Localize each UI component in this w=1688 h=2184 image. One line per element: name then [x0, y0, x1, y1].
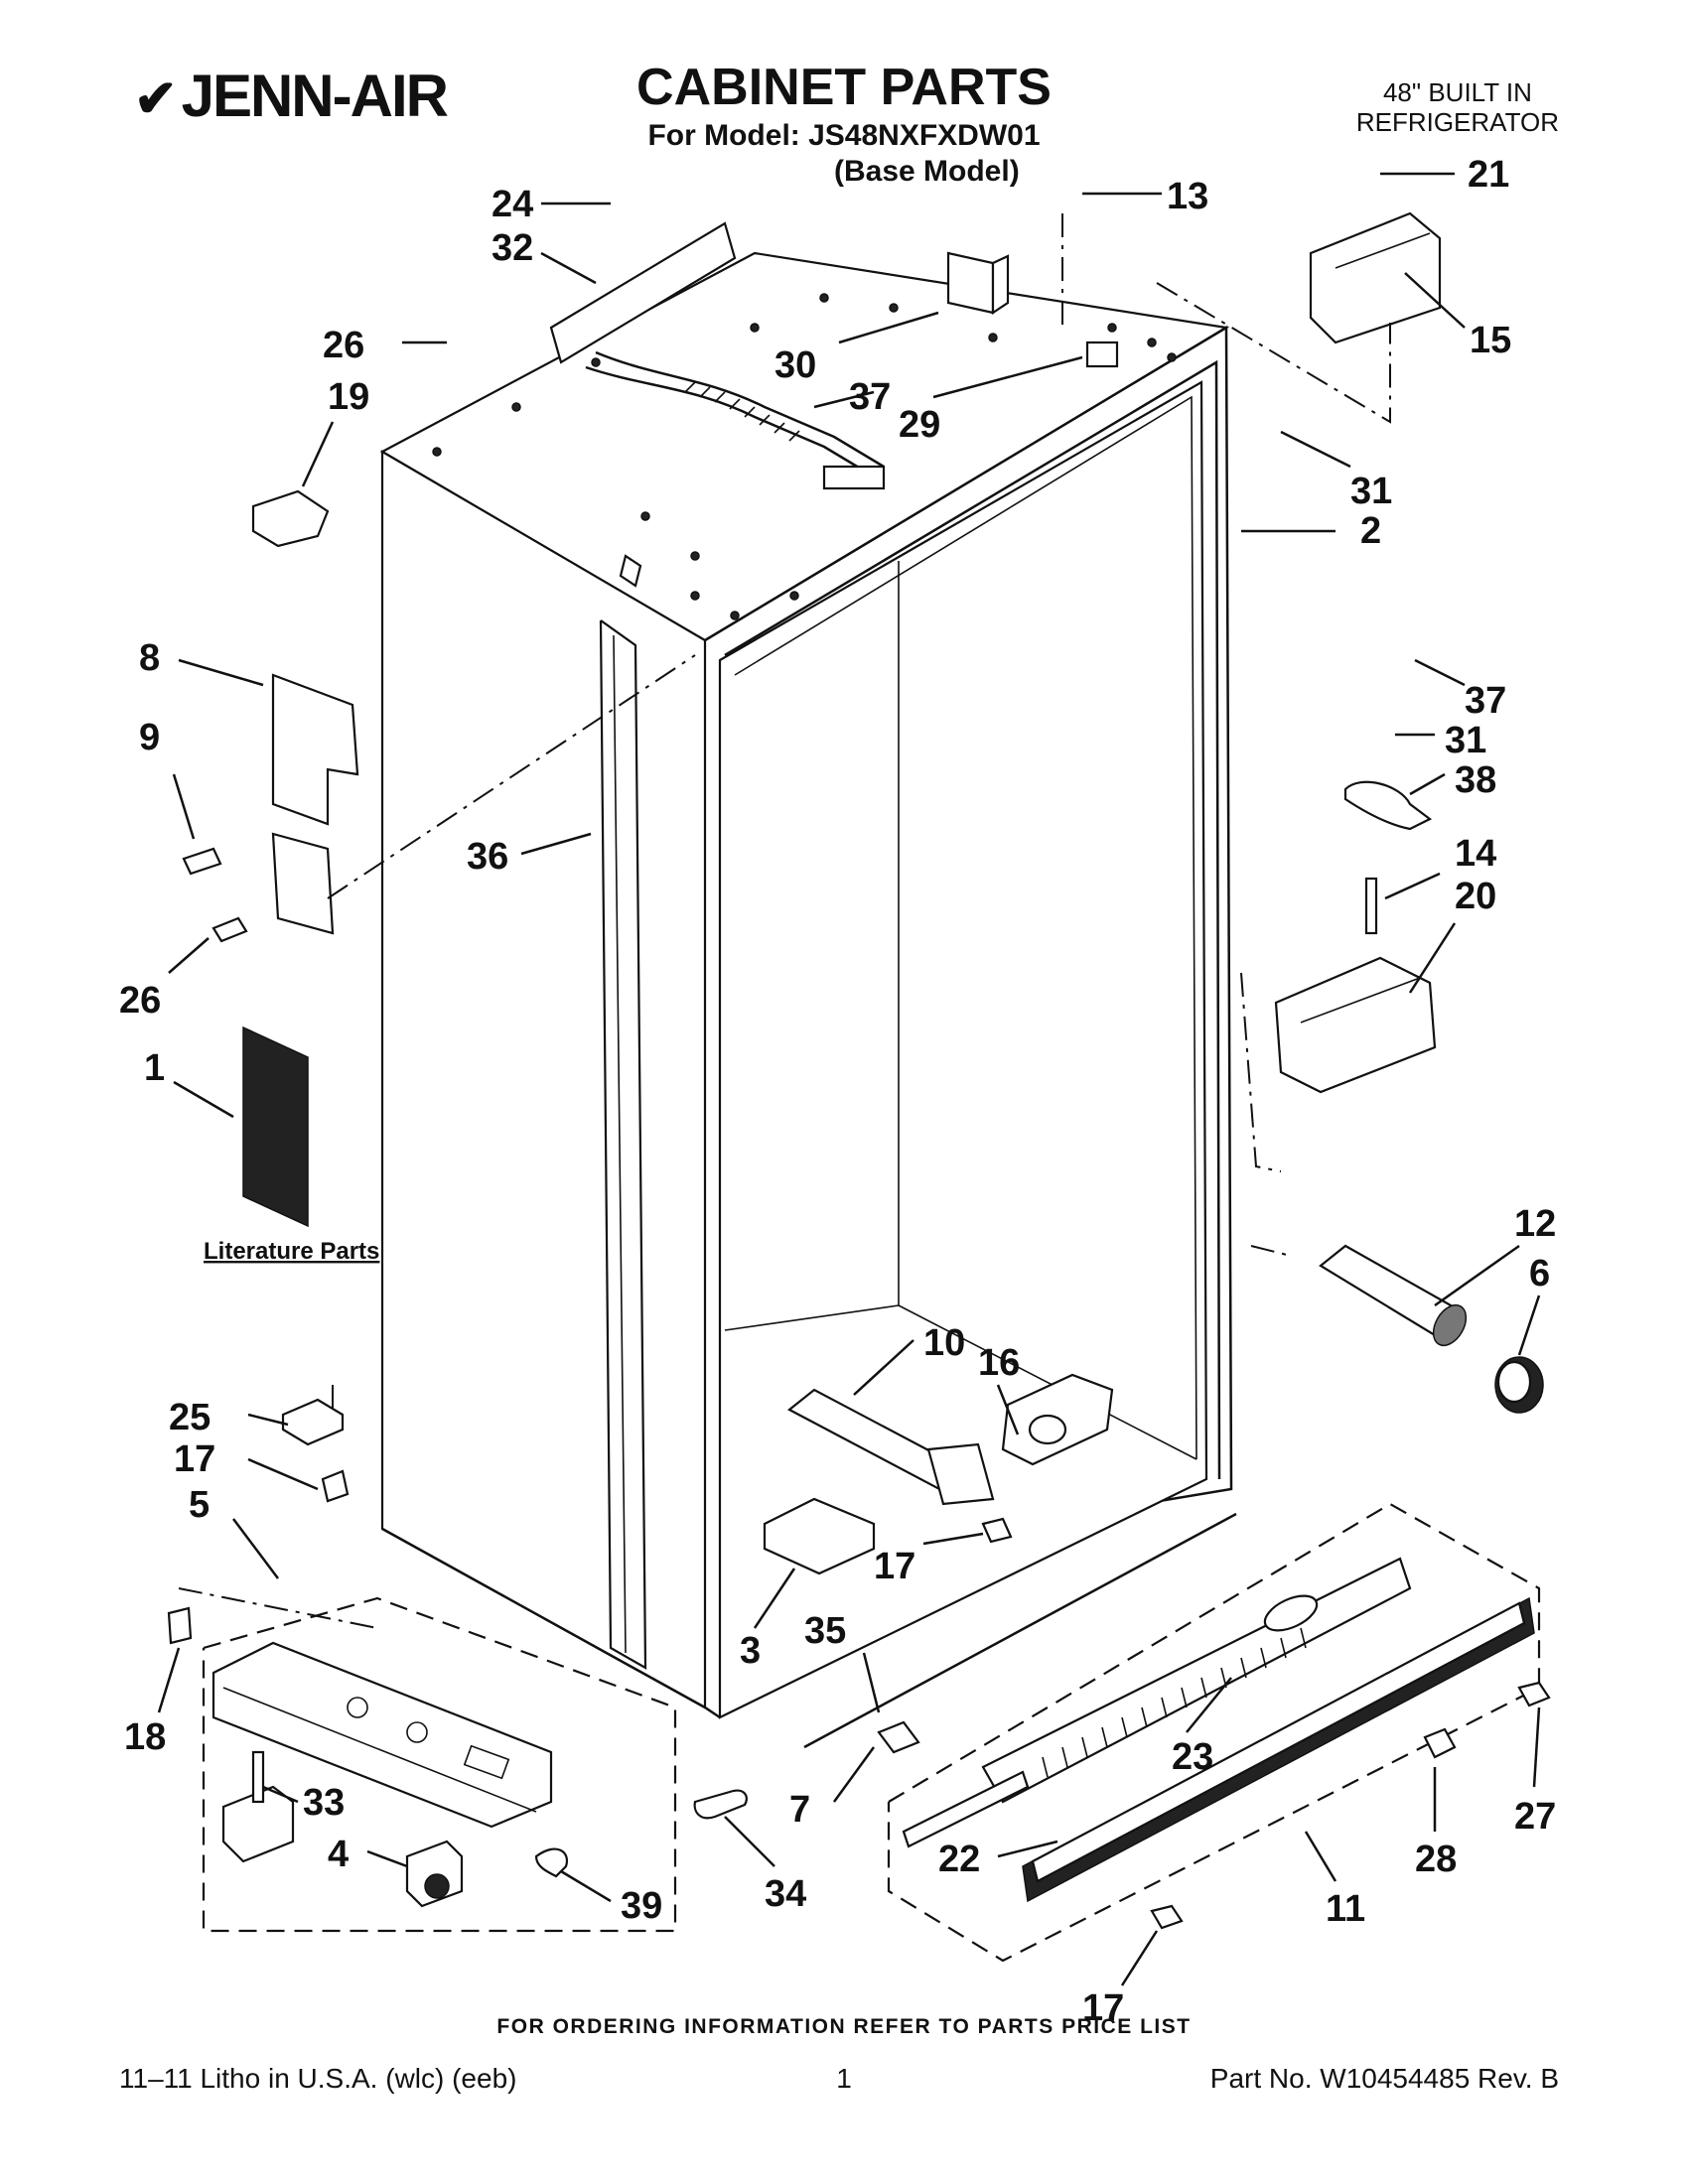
callout-12: 12 — [1514, 1203, 1556, 1245]
callout-35: 35 — [804, 1610, 846, 1652]
hinge-15 — [1309, 211, 1442, 344]
rail-35 — [803, 1512, 1237, 1749]
leader-lines — [157, 172, 1541, 1986]
callout-17-left: 17 — [174, 1438, 215, 1480]
callout-9: 9 — [139, 717, 160, 758]
callout-25: 25 — [169, 1397, 211, 1438]
callout-22: 22 — [938, 1839, 980, 1880]
callout-11: 11 — [1326, 1888, 1365, 1930]
callout-5: 5 — [189, 1484, 210, 1526]
hinge-plate-8 — [271, 673, 359, 935]
part-3 — [763, 1497, 876, 1575]
callout-17-bottom: 17 — [1082, 1987, 1124, 2029]
clip-7 — [877, 1720, 920, 1754]
handle-34 — [693, 1789, 748, 1820]
literature-book-1 — [242, 1025, 309, 1228]
callout-26-top: 26 — [323, 325, 364, 366]
leveler-33 — [221, 1750, 295, 1863]
callout-6: 6 — [1529, 1253, 1550, 1295]
callout-16: 16 — [978, 1342, 1020, 1384]
page-title: CABINET PARTS — [636, 59, 1052, 116]
callout-37-right: 37 — [1465, 680, 1506, 722]
cabinet-body — [379, 251, 1233, 1719]
model-line: For Model: JS48NXFXDW01 — [647, 119, 1041, 152]
clip-28 — [1423, 1727, 1457, 1759]
callout-33: 33 — [303, 1782, 345, 1824]
product-line-2: REFRIGERATOR — [1355, 107, 1559, 137]
callout-21: 21 — [1468, 154, 1509, 196]
toe-grille-group — [887, 1502, 1541, 1963]
callout-14: 14 — [1455, 833, 1496, 875]
callout-34: 34 — [765, 1873, 806, 1915]
part-19 — [251, 489, 330, 548]
alignment-lines — [178, 213, 1391, 1629]
callout-29: 29 — [899, 404, 940, 446]
callout-31-top: 31 — [1350, 471, 1392, 512]
roller-4 — [405, 1840, 464, 1908]
callout-26-left: 26 — [119, 980, 161, 1022]
callout-15: 15 — [1470, 320, 1511, 361]
water-filter-12 — [1319, 1244, 1468, 1347]
pin-14 — [1364, 877, 1378, 935]
screw-26b — [211, 916, 248, 943]
hinge-20 — [1274, 956, 1437, 1094]
logo-mark-icon: ✔ — [134, 70, 178, 128]
screw-17c — [1150, 1904, 1184, 1930]
literature-parts-label: Literature Parts — [204, 1238, 379, 1265]
callout-28: 28 — [1415, 1839, 1457, 1880]
clip-38 — [1343, 780, 1433, 831]
callout-4: 4 — [328, 1834, 349, 1875]
callout-13: 13 — [1167, 176, 1208, 217]
screw-17b — [981, 1517, 1013, 1544]
callout-23: 23 — [1172, 1736, 1213, 1778]
page-number: 1 — [836, 2063, 852, 2094]
screw-17a — [321, 1469, 350, 1503]
front-trim-36 — [599, 619, 647, 1670]
part-9 — [182, 847, 222, 876]
callout-18: 18 — [124, 1716, 166, 1758]
callout-19: 19 — [328, 376, 369, 418]
callout-labels: 24 32 26 19 30 37 29 13 21 15 31 2 8 9 3… — [119, 154, 1556, 2029]
screw-18 — [167, 1606, 193, 1645]
callout-27: 27 — [1514, 1796, 1556, 1838]
callout-8: 8 — [139, 637, 160, 679]
callout-32: 32 — [492, 227, 533, 269]
top-bracket-32 — [549, 221, 737, 364]
callout-37-top: 37 — [849, 376, 891, 418]
product-description: 48" BUILT IN REFRIGERATOR — [1356, 77, 1559, 137]
bottom-parts — [787, 1373, 1114, 1506]
callout-36: 36 — [467, 836, 508, 878]
callout-20: 20 — [1455, 876, 1496, 917]
filter-cap-6 — [1494, 1356, 1544, 1414]
base-model-label: (Base Model) — [834, 155, 1020, 188]
callout-1: 1 — [144, 1047, 165, 1089]
callout-24: 24 — [492, 184, 533, 225]
callout-38: 38 — [1455, 759, 1496, 801]
callout-2: 2 — [1360, 510, 1381, 552]
base-group — [202, 1596, 677, 1933]
callout-10: 10 — [923, 1322, 965, 1364]
brand-logo: ✔JENN-AIR — [134, 62, 449, 130]
callout-3: 3 — [740, 1630, 761, 1672]
callout-7: 7 — [789, 1789, 810, 1831]
screw-27 — [1517, 1681, 1551, 1707]
brand-name: JENN-AIR — [181, 63, 449, 129]
bracket-25 — [281, 1398, 345, 1446]
product-line-1: 48" BUILT IN — [1382, 77, 1532, 107]
part-number: Part No. W10454485 Rev. B — [1209, 2063, 1559, 2094]
callout-39: 39 — [621, 1885, 662, 1927]
ordering-note: FOR ORDERING INFORMATION REFER TO PARTS … — [496, 2015, 1192, 2038]
print-info: 11–11 Litho in U.S.A. (wlc) (eeb) — [119, 2063, 517, 2094]
callout-17-middle: 17 — [874, 1546, 915, 1587]
callout-31-right: 31 — [1445, 720, 1486, 761]
callout-30: 30 — [774, 344, 816, 386]
